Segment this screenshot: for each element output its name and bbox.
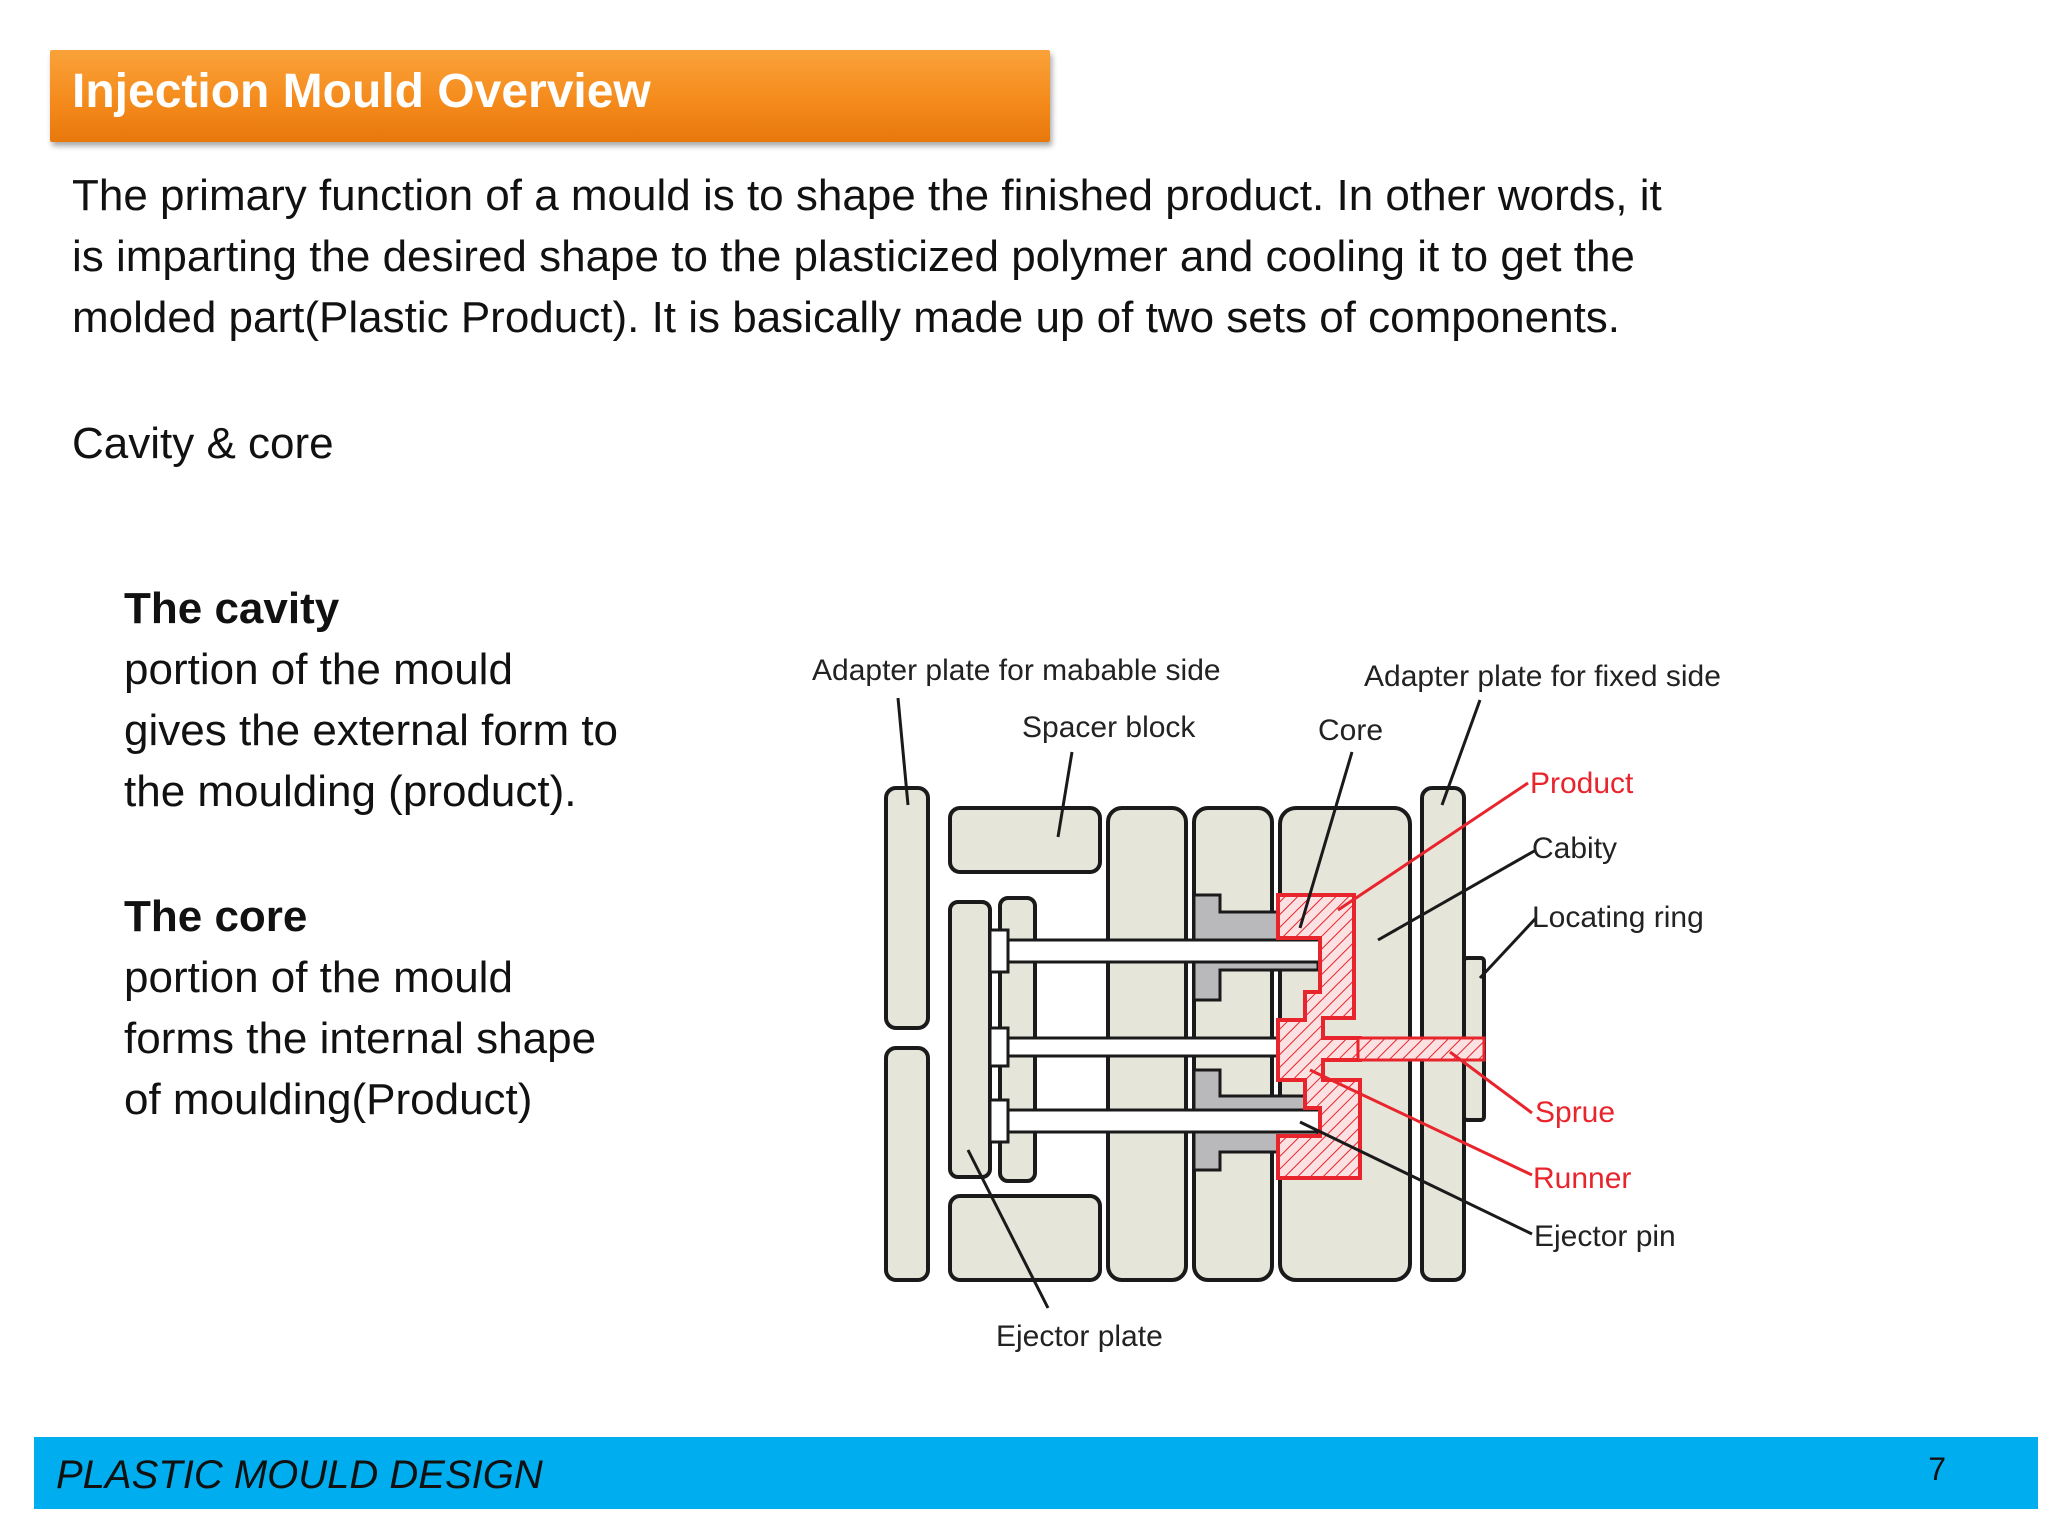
leader-adapter-movable [896, 697, 910, 806]
leader-ejector-plate [966, 1149, 1050, 1309]
injection-mould-diagram: Adapter plate for mabable side Adapter p… [812, 654, 1721, 1353]
product-part [1276, 893, 1362, 1180]
spacer-block-top [948, 806, 1102, 874]
cavity-definition: The cavity portion of the mould gives th… [124, 578, 724, 822]
label-ejector-plate: Ejector plate [996, 1320, 1163, 1353]
label-ejector-pin: Ejector pin [1534, 1220, 1676, 1253]
ejector-plate-retainer [948, 900, 992, 1179]
sprue-channel [1356, 1036, 1486, 1062]
page-number: 7 [1928, 1451, 1946, 1487]
ejector-pin-lower [988, 1108, 1322, 1134]
intro-paragraph: The primary function of a mould is to sh… [72, 171, 1662, 342]
slide-title-bar: Injection Mould Overview [50, 50, 1050, 142]
label-cabity: Cabity [1532, 832, 1617, 865]
leader-adapter-fixed [1440, 699, 1482, 806]
label-core: Core [1318, 714, 1383, 747]
label-adapter-plate-movable: Adapter plate for mabable side [812, 654, 1221, 687]
leader-core [1298, 751, 1354, 929]
leader-locating-ring [1478, 916, 1538, 980]
adapter-plate-movable-bottom [884, 1046, 930, 1282]
leader-runner [1309, 1068, 1533, 1177]
adapter-plate-movable-top [884, 786, 930, 1030]
label-product: Product [1530, 767, 1634, 800]
leader-sprue [1449, 1050, 1533, 1115]
cavity-term: The cavity [124, 584, 340, 633]
label-adapter-plate-fixed: Adapter plate for fixed side [1364, 660, 1721, 693]
slide-footer: PLASTIC MOULD DESIGN 7 [34, 1437, 2038, 1509]
label-runner: Runner [1533, 1162, 1631, 1195]
leader-spacer-block [1056, 751, 1074, 838]
section-subheading: Cavity & core [72, 419, 334, 468]
label-locating-ring: Locating ring [1532, 901, 1704, 934]
adapter-plate-fixed [1420, 786, 1466, 1282]
leader-cabity [1377, 848, 1537, 942]
core-definition: The core portion of the mould forms the … [124, 886, 724, 1130]
label-spacer-block: Spacer block [1022, 711, 1196, 744]
spacer-block-bottom [948, 1194, 1102, 1282]
ejector-pin-upper [988, 938, 1322, 964]
core-term: The core [124, 892, 308, 941]
cavity-description: portion of the mould gives the external … [124, 645, 619, 816]
core-description: portion of the mould forms the internal … [124, 953, 597, 1124]
leader-ejector-pin [1299, 1120, 1533, 1236]
leader-product [1337, 781, 1529, 912]
footer-title: PLASTIC MOULD DESIGN [56, 1453, 543, 1497]
ejector-pin-middle [988, 1036, 1317, 1058]
label-sprue: Sprue [1535, 1096, 1615, 1129]
slide-title: Injection Mould Overview [72, 65, 651, 118]
